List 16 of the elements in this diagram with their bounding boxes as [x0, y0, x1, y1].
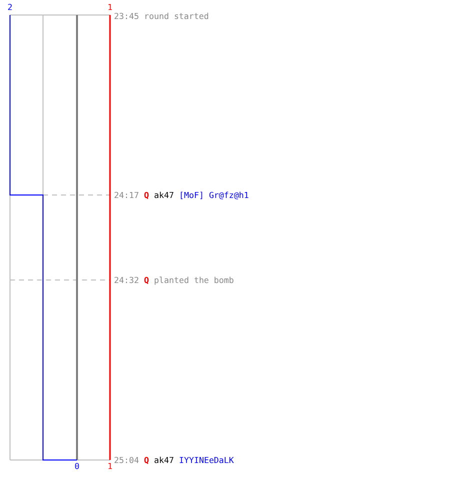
event-text: planted the bomb — [154, 274, 234, 286]
player-name: [MoF] Gr@fz@h1 — [178, 189, 249, 201]
weapon-name: ak47 — [154, 454, 174, 466]
timestamp: 24:17 — [114, 189, 139, 201]
event-text: 23:45 round started — [114, 10, 209, 22]
timestamp: 24:32 — [114, 274, 139, 286]
weapon-name: ak47 — [154, 189, 174, 201]
player-name: IYYINEeDaLK — [178, 454, 234, 466]
axis-number: 0 — [74, 461, 80, 471]
axis-number: 1 — [108, 461, 112, 471]
kill-icon: Q — [144, 454, 149, 466]
timestamp: 25:04 — [114, 454, 139, 466]
axis-number: 1 — [108, 2, 112, 12]
event-icon: Q — [144, 274, 149, 286]
kill-icon: Q — [144, 189, 149, 201]
axis-number: 2 — [8, 2, 12, 12]
